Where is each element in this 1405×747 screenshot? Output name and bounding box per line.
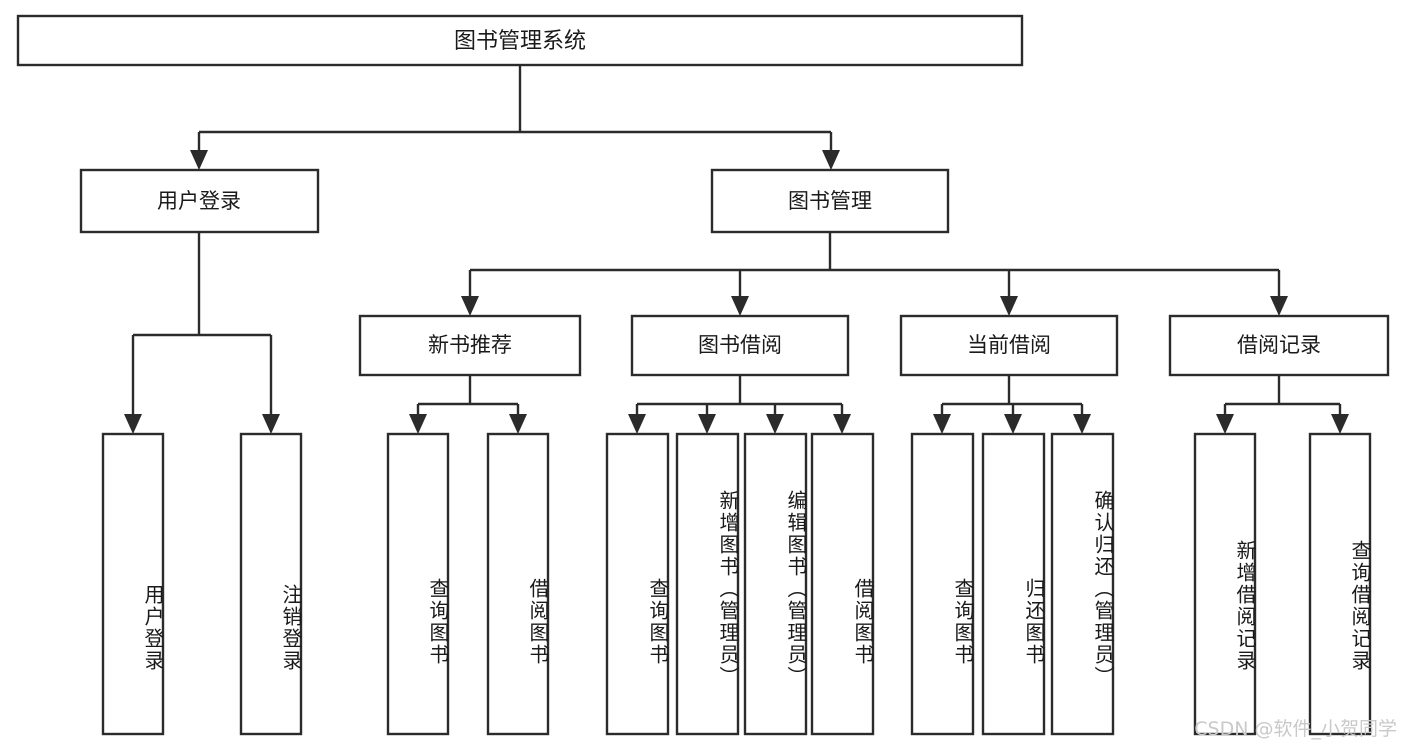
arrow-head-icon: [766, 414, 784, 434]
connector-book-manage-to-level3: [461, 232, 1288, 316]
leaf-box-query-book-2[interactable]: [605, 432, 670, 736]
connector-borrow-record-to-leaves: [1216, 375, 1349, 434]
node-borrow-record[interactable]: 借阅记录: [1168, 314, 1390, 377]
arrow-head-icon: [124, 414, 142, 434]
arrow-head-icon: [628, 414, 646, 434]
watermark-text: CSDN @软件_小贺同学: [1194, 718, 1397, 740]
arrow-head-icon: [461, 296, 479, 316]
leaf-box-user-login[interactable]: [101, 432, 165, 736]
arrow-head-icon: [262, 414, 280, 434]
node-root[interactable]: 图书管理系统: [16, 14, 1024, 67]
leaf-box-borrow-book-1[interactable]: [486, 432, 550, 736]
node-book-manage[interactable]: 图书管理: [710, 168, 950, 234]
arrow-head-icon: [1216, 414, 1234, 434]
leaf-box-query-book-1[interactable]: [386, 432, 450, 736]
arrow-head-icon: [833, 414, 851, 434]
connector-current-borrow-to-leaves: [933, 375, 1091, 434]
arrow-head-icon: [509, 414, 527, 434]
arrow-head-icon: [409, 414, 427, 434]
arrow-head-icon: [1073, 414, 1091, 434]
arrow-head-icon: [190, 150, 208, 170]
node-new-book-rec[interactable]: 新书推荐: [358, 314, 582, 377]
node-current-borrow-label: 当前借阅: [967, 333, 1051, 357]
arrow-head-icon: [1270, 296, 1288, 316]
leaf-box-query-record[interactable]: [1308, 432, 1372, 736]
node-book-manage-label: 图书管理: [788, 189, 872, 213]
node-user-login-label: 用户登录: [157, 189, 241, 213]
arrow-head-icon: [1331, 414, 1349, 434]
node-borrow-record-label: 借阅记录: [1237, 333, 1321, 357]
leaf-box-confirm-return[interactable]: [1050, 432, 1115, 736]
leaf-box-add-book[interactable]: [675, 432, 740, 736]
node-book-borrow-label: 图书借阅: [698, 333, 782, 357]
connector-root-to-level2: [190, 65, 840, 170]
leaf-box-return-book[interactable]: [981, 432, 1046, 736]
leaf-box-query-book-3[interactable]: [910, 432, 975, 736]
connector-book-borrow-to-leaves: [628, 375, 851, 434]
leaf-box-edit-book[interactable]: [743, 432, 808, 736]
node-new-book-rec-label: 新书推荐: [428, 333, 512, 357]
node-new-book-rec-box[interactable]: [358, 314, 582, 377]
connector-user-login-to-leaves: [124, 232, 280, 434]
node-root-box[interactable]: [16, 14, 1024, 67]
arrow-head-icon: [698, 414, 716, 434]
node-book-borrow[interactable]: 图书借阅: [630, 314, 850, 377]
node-user-login[interactable]: 用户登录: [79, 168, 320, 234]
node-root-label: 图书管理系统: [454, 29, 586, 54]
arrow-head-icon: [1004, 414, 1022, 434]
arrow-head-icon: [933, 414, 951, 434]
arrow-head-icon: [1000, 296, 1018, 316]
arrow-head-icon: [731, 296, 749, 316]
node-current-borrow[interactable]: 当前借阅: [899, 314, 1119, 377]
arrow-head-icon: [822, 150, 840, 170]
node-user-login-box[interactable]: [79, 168, 320, 234]
leaf-box-add-record[interactable]: [1193, 432, 1257, 736]
leaf-box-user-logout[interactable]: [239, 432, 303, 736]
node-current-borrow-box[interactable]: [899, 314, 1119, 377]
connector-new-book-rec-to-leaves: [409, 375, 527, 434]
leaf-box-borrow-book-2[interactable]: [810, 432, 875, 736]
